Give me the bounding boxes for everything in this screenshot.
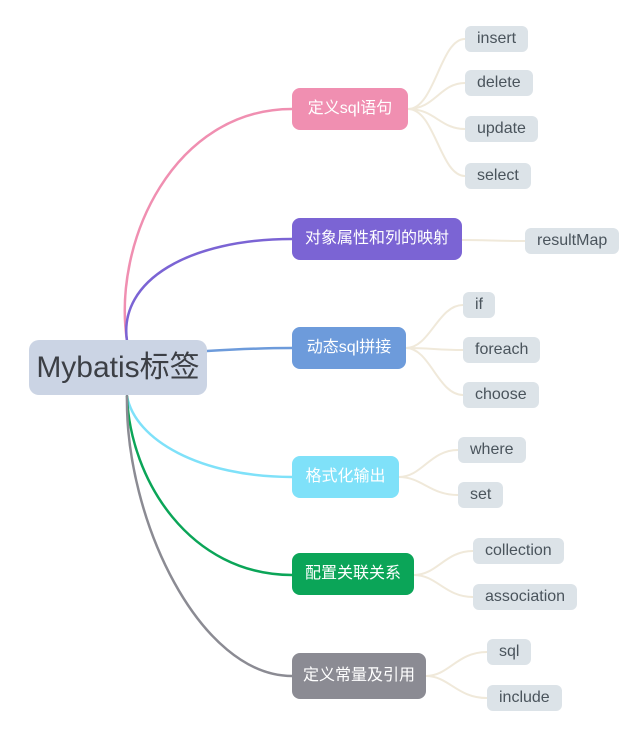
leaf-node-if[interactable]: if (463, 292, 495, 318)
leaf-connector-include (425, 675, 488, 699)
leaf-node-where[interactable]: where (458, 437, 526, 463)
branch-curve-define-sql (123, 107, 294, 343)
leaf-node-update[interactable]: update (465, 116, 538, 142)
leaf-node-delete[interactable]: delete (465, 70, 533, 96)
leaf-node-collection[interactable]: collection (473, 538, 564, 564)
leaf-node-association[interactable]: association (473, 584, 578, 610)
leaf-connector-if (405, 304, 464, 349)
leaf-connector-delete (407, 82, 466, 110)
branch-curve-object-mapping (125, 237, 294, 343)
branch-curve-relation-config (125, 394, 294, 577)
branch-node-relation-config[interactable]: 配置关联关系 (292, 553, 414, 595)
leaf-node-set[interactable]: set (458, 482, 504, 508)
branch-node-format-output[interactable]: 格式化输出 (292, 456, 399, 498)
leaf-connector-sql (425, 651, 488, 677)
branch-curve-constant-ref (125, 394, 294, 678)
branch-node-dynamic-sql[interactable]: 动态sql拼接 (292, 327, 406, 369)
leaf-connector-association (413, 574, 474, 598)
root-node-mybatis-tags[interactable]: Mybatis标签 (29, 340, 207, 395)
leaf-connector-insert (407, 38, 466, 110)
leaf-connector-set (398, 476, 459, 496)
branch-curve-dynamic-sql (205, 346, 294, 353)
leaf-node-sql[interactable]: sql (487, 639, 532, 665)
leaf-connector-collection (413, 550, 474, 576)
leaf-node-include[interactable]: include (487, 685, 562, 711)
branch-node-object-column-mapping[interactable]: 对象属性和列的映射 (292, 218, 462, 260)
leaf-node-insert[interactable]: insert (465, 26, 529, 52)
leaf-node-select[interactable]: select (465, 163, 531, 189)
leaf-node-resultmap[interactable]: resultMap (525, 228, 620, 254)
branch-node-constant-reference[interactable]: 定义常量及引用 (292, 653, 426, 699)
leaf-node-choose[interactable]: choose (463, 382, 539, 408)
leaf-connector-resultmap (461, 239, 526, 242)
leaf-connector-select (407, 108, 466, 177)
branch-node-define-sql[interactable]: 定义sql语句 (292, 88, 408, 130)
leaf-connector-choose (405, 347, 464, 396)
leaf-node-foreach[interactable]: foreach (463, 337, 541, 363)
branch-curve-format-output (125, 394, 294, 479)
leaf-connector-where (398, 449, 459, 478)
